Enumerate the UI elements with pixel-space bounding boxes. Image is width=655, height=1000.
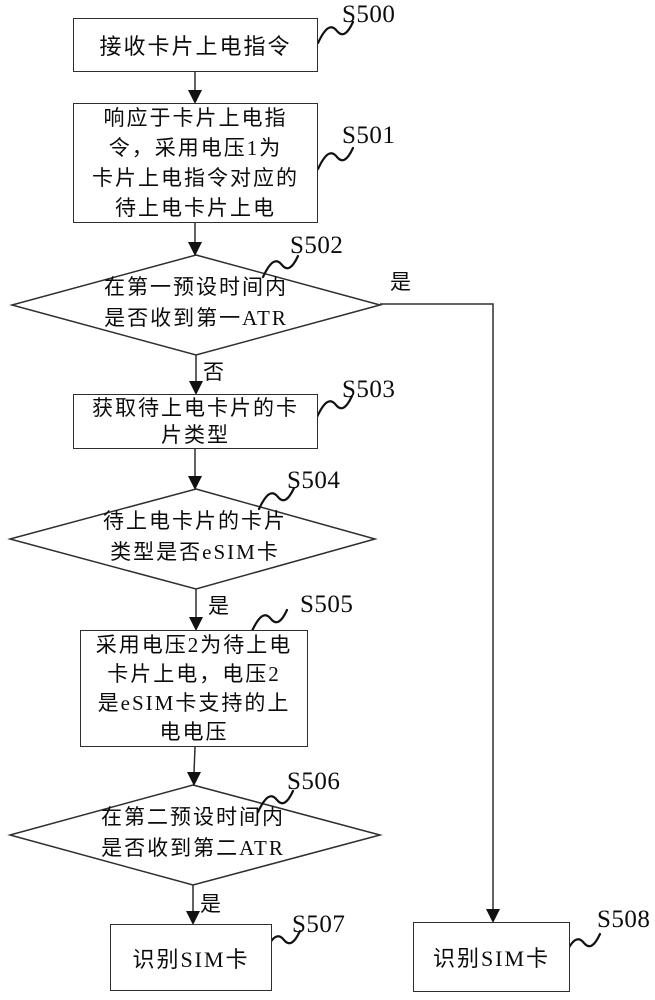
decision-text-s502: 在第一预设时间内 是否收到第一ATR xyxy=(104,275,288,330)
squiggle-s504 xyxy=(257,486,296,511)
branch-label-yes-s506: 是 xyxy=(200,892,221,916)
arrow-icon xyxy=(186,911,200,925)
squiggle-s508 xyxy=(563,932,602,957)
step-label-s507: S507 xyxy=(292,911,346,938)
process-text-s500: 接收卡片上电指令 xyxy=(99,34,292,59)
arrow-icon xyxy=(188,90,202,104)
process-box-s505: 采用电压2为待上电 卡片上电，电压2 是eSIM卡支持的上 电电压 xyxy=(80,630,308,747)
process-box-s508: 识别SIM卡 xyxy=(413,922,570,992)
arrow-icon xyxy=(188,476,202,490)
step-label-s502: S502 xyxy=(290,232,344,259)
process-text-s505: 采用电压2为待上电 卡片上电，电压2 是eSIM卡支持的上 电电压 xyxy=(95,632,293,744)
step-label-s505: S505 xyxy=(300,591,354,618)
process-box-s503: 获取待上电卡片的卡 片类型 xyxy=(73,394,318,449)
step-label-s508: S508 xyxy=(597,906,651,933)
process-text-s507: 识别SIM卡 xyxy=(132,946,250,972)
step-label-s506: S506 xyxy=(287,768,341,795)
branch-label-no-s502: 否 xyxy=(203,360,224,384)
process-box-s507: 识别SIM卡 xyxy=(110,924,272,991)
branch-label-yes-s502: 是 xyxy=(390,270,411,294)
squiggle-s503 xyxy=(315,394,354,419)
connector-s502-s508 xyxy=(380,303,494,910)
arrow-icon xyxy=(189,617,203,631)
arrow-icon xyxy=(189,381,203,395)
squiggle-s506 xyxy=(256,789,295,814)
leader-squiggles xyxy=(250,20,602,957)
decision-text-s506: 在第二预设时间内 是否收到第二ATR xyxy=(101,805,285,860)
decision-text-s504: 待上电卡片的卡片 类型是否eSIM卡 xyxy=(103,509,287,564)
squiggle-s501 xyxy=(316,146,355,171)
process-text-s503: 获取待上电卡片的卡 片类型 xyxy=(92,395,299,447)
step-label-s500: S500 xyxy=(342,1,396,28)
process-box-s501: 响应于卡片上电指 令，采用电压1为 卡片上电指令对应的 待上电卡片上电 xyxy=(73,103,318,223)
process-box-s500: 接收卡片上电指令 xyxy=(73,18,318,72)
process-text-s501: 响应于卡片上电指 令，采用电压1为 卡片上电指令对应的 待上电卡片上电 xyxy=(92,106,299,220)
squiggle-s500 xyxy=(316,20,355,45)
arrow-icon xyxy=(188,242,202,256)
branch-label-yes-s504: 是 xyxy=(208,594,229,618)
process-text-s508: 识别SIM卡 xyxy=(432,946,551,971)
connector-s505-s506 xyxy=(193,746,196,774)
step-label-s504: S504 xyxy=(287,467,341,494)
arrow-icon xyxy=(486,909,500,923)
arrowheads xyxy=(186,90,500,925)
arrow-icon xyxy=(187,772,201,786)
step-label-s501: S501 xyxy=(342,122,396,149)
squiggle-s505 xyxy=(250,608,289,633)
squiggle-s502 xyxy=(261,254,300,279)
step-label-s503: S503 xyxy=(342,376,396,403)
